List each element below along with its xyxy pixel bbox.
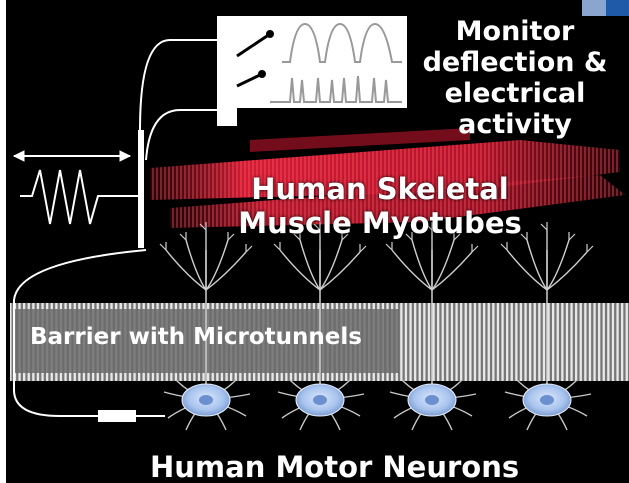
recording-monitor — [217, 16, 407, 126]
monitor-label: Monitor deflection & electrical activity — [410, 16, 620, 140]
barrier-label: Barrier with Microtunnels — [30, 324, 362, 350]
neurons-label: Human Motor Neurons — [150, 450, 519, 483]
muscle-label: Human Skeletal Muscle Myotubes — [200, 172, 560, 240]
